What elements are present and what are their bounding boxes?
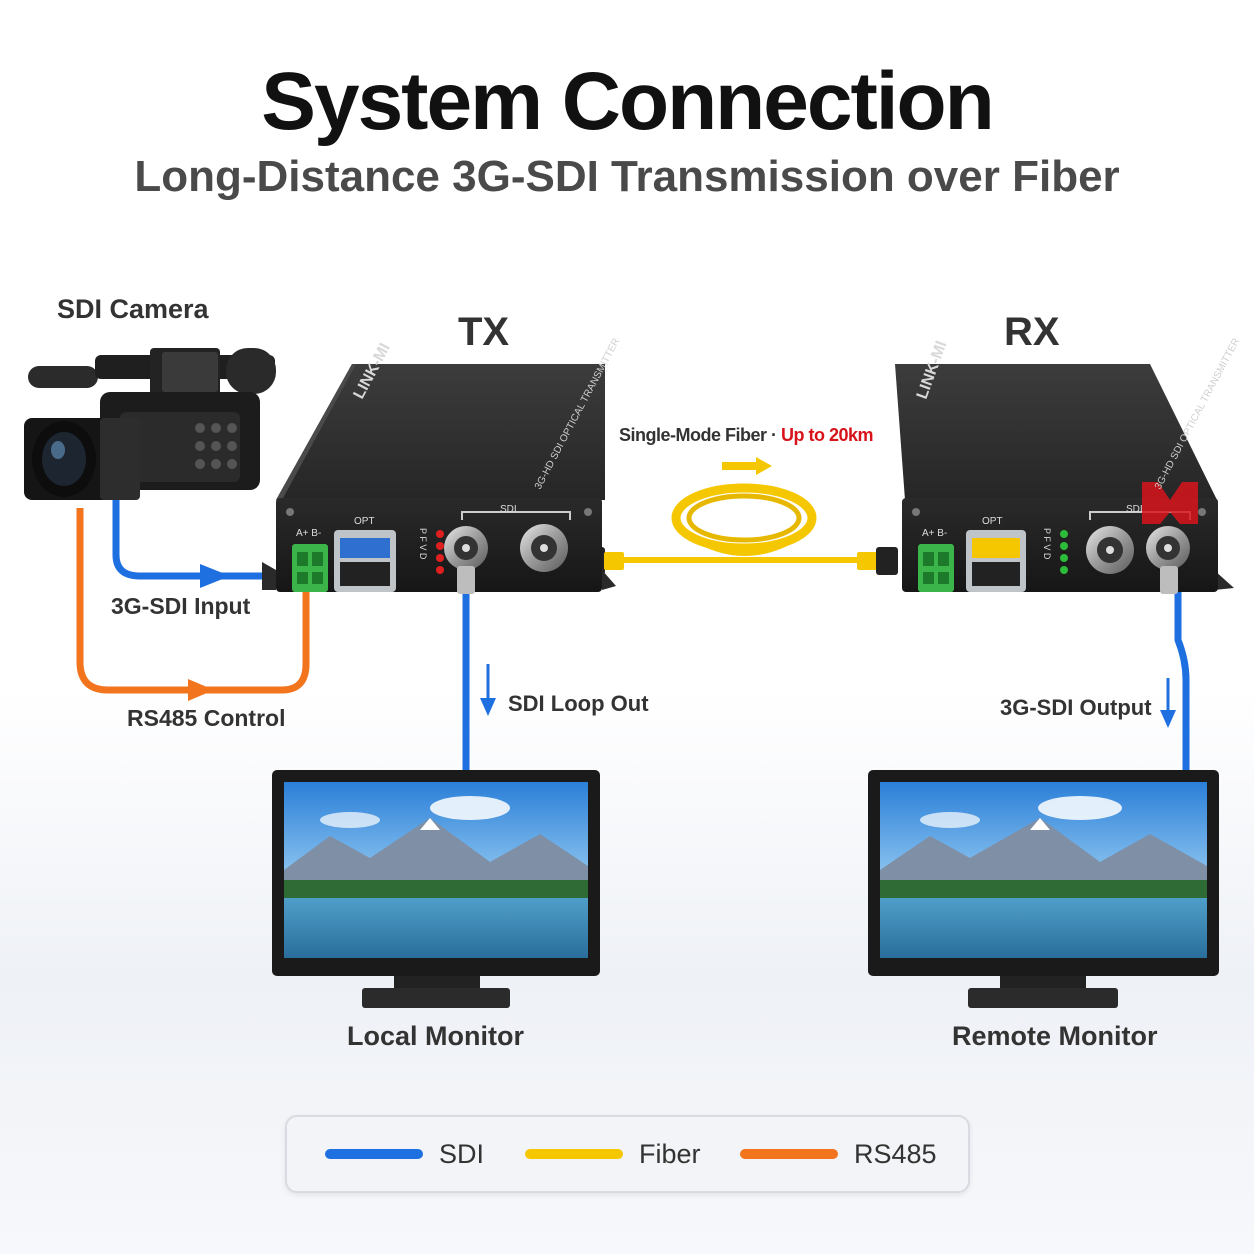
local-monitor-label: Local Monitor [347,1021,524,1051]
legend: SDI Fiber RS485 [285,1115,970,1193]
page-subtitle: Long-Distance 3G-SDI Transmission over F… [134,152,1120,201]
fiber-type-text: Single-Mode Fiber · [619,425,782,445]
rs485-arrow [188,679,214,701]
sdi-input-arrow [200,564,230,588]
sdi-input-cable [112,500,300,580]
fiber-coil-inner [686,493,802,543]
camera-label: SDI Camera [57,294,209,324]
sdi-loop-out-label: SDI Loop Out [508,691,649,716]
rs485-control-label: RS485 Control [127,705,286,731]
sdi-output-arrow [1160,710,1176,728]
sdi-loop-arrow [480,698,496,716]
rx-unit [895,364,1234,594]
tx-rs485-port-label: A+ B- [296,528,321,539]
legend-item-sdi: SDI [325,1117,484,1191]
sdi-input-label: 3G-SDI Input [111,593,251,619]
legend-swatch-rs485 [740,1149,838,1159]
fiber-arrow [722,457,772,475]
legend-label-sdi: SDI [439,1138,485,1169]
rx-rs485-port-label: A+ B- [922,528,947,539]
sdi-output-cable [1174,582,1190,770]
fiber-coil-outer [671,483,817,553]
tx-unit [262,364,616,594]
fiber-label: Single-Mode Fiber · Up to 20km [619,425,874,446]
legend-label-rs485: RS485 [854,1138,937,1169]
legend-item-rs485: RS485 [740,1117,937,1191]
remote-monitor-label: Remote Monitor [952,1021,1158,1051]
camera-illustration [24,348,276,500]
rx-label: RX [1004,310,1060,354]
tx-label: TX [458,310,510,354]
tx-sdi-port-label: SDI [500,504,517,515]
tx-led-label: P F V D [418,528,428,560]
page-title: System Connection [261,56,994,147]
rx-opt-port-label: OPT [982,516,1003,527]
sdi-output-label: 3G-SDI Output [1000,695,1152,720]
remote-monitor-illustration [868,770,1219,1008]
legend-label-fiber: Fiber [639,1138,701,1169]
rx-sdi-port-label: SDI [1126,504,1143,515]
legend-item-fiber: Fiber [525,1117,701,1191]
legend-swatch-sdi [325,1149,423,1159]
fiber-distance-text: Up to 20km [781,425,874,445]
legend-swatch-fiber [525,1149,623,1159]
red-mark-icon [1142,482,1198,524]
rx-led-label: P F V D [1042,528,1052,560]
local-monitor-illustration [272,770,600,1008]
tx-opt-port-label: OPT [354,516,375,527]
